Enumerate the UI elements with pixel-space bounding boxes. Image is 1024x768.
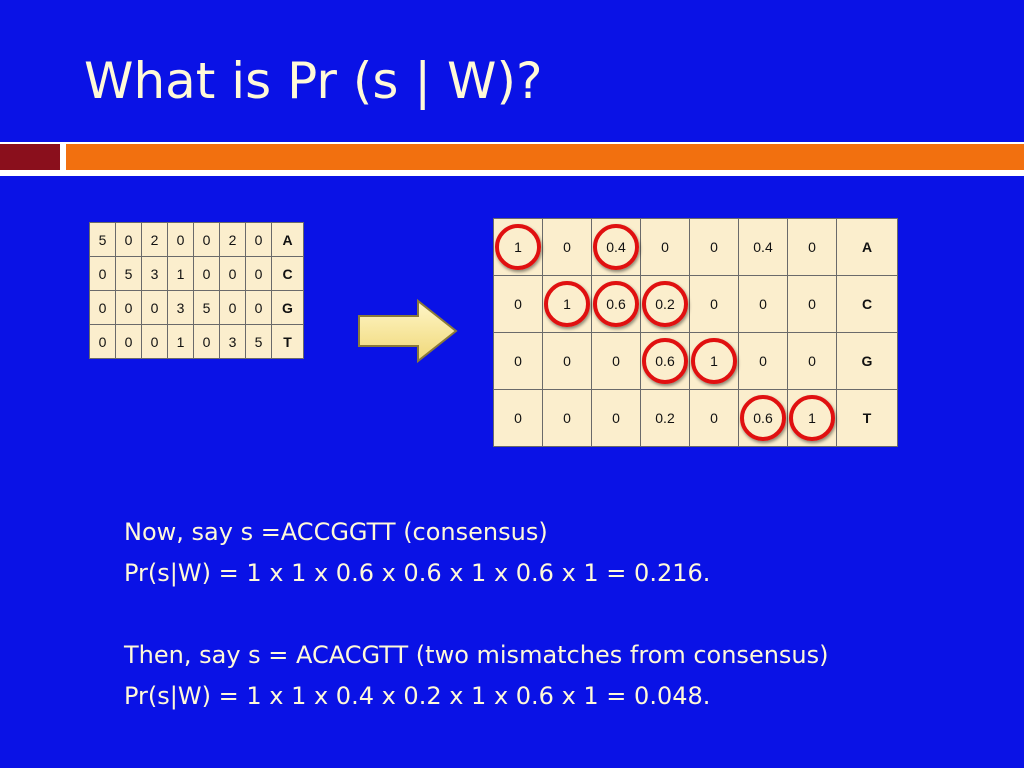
prob-base-label: A [836, 218, 898, 276]
count-cell: 0 [219, 290, 246, 325]
prob-cell: 0 [738, 275, 788, 333]
prob-cell: 0 [591, 332, 641, 390]
prob-cell: 0 [640, 218, 690, 276]
count-cell: 3 [141, 256, 168, 291]
count-cell: 5 [89, 222, 116, 257]
prob-cell: 0.4 [738, 218, 788, 276]
count-cell: 0 [193, 256, 220, 291]
count-cell: 2 [219, 222, 246, 257]
count-cell: 5 [193, 290, 220, 325]
explanation-line: Pr(s|W) = 1 x 1 x 0.4 x 0.2 x 1 x 0.6 x … [124, 682, 711, 710]
count-cell: 0 [193, 222, 220, 257]
count-cell: 5 [245, 324, 272, 359]
highlight-circle [740, 395, 786, 441]
count-cell: 0 [115, 222, 142, 257]
count-cell: 0 [115, 324, 142, 359]
prob-cell: 0 [542, 389, 592, 447]
count-cell: 0 [89, 290, 116, 325]
explanation-line: Pr(s|W) = 1 x 1 x 0.6 x 0.6 x 1 x 0.6 x … [124, 559, 711, 587]
prob-cell: 0 [787, 332, 837, 390]
count-cell: 3 [219, 324, 246, 359]
explanation-line: Now, say s =ACCGGTT (consensus) [124, 518, 548, 546]
count-cell: 1 [167, 324, 194, 359]
count-cell: 2 [141, 222, 168, 257]
prob-cell: 0 [689, 389, 739, 447]
title-rule-gap-top [0, 136, 1024, 142]
prob-cell: 0.2 [640, 389, 690, 447]
explanation-line: Then, say s = ACACGTT (two mismatches fr… [124, 641, 829, 669]
count-cell: 1 [167, 256, 194, 291]
prob-cell: 0 [493, 275, 543, 333]
prob-cell: 0 [493, 389, 543, 447]
prob-cell: 0 [542, 218, 592, 276]
count-cell: 0 [245, 290, 272, 325]
count-base-label: T [271, 324, 304, 359]
count-cell: 0 [219, 256, 246, 291]
title-rule-accent-left [0, 144, 60, 170]
count-cell: 0 [245, 222, 272, 257]
highlight-circle [593, 224, 639, 270]
prob-cell: 0 [787, 275, 837, 333]
prob-cell: 0 [591, 389, 641, 447]
explanation-text: Now, say s =ACCGGTT (consensus) Pr(s|W) =… [124, 512, 829, 717]
count-cell: 0 [115, 290, 142, 325]
count-base-label: A [271, 222, 304, 257]
right-arrow-icon [358, 298, 458, 364]
highlight-circle [691, 338, 737, 384]
explanation-line [124, 594, 829, 635]
count-base-label: C [271, 256, 304, 291]
prob-base-label: C [836, 275, 898, 333]
prob-base-label: G [836, 332, 898, 390]
count-cell: 0 [167, 222, 194, 257]
count-cell: 0 [193, 324, 220, 359]
count-cell: 3 [167, 290, 194, 325]
highlight-circle [593, 281, 639, 327]
prob-cell: 0 [689, 275, 739, 333]
slide-title: What is Pr (s | W)? [84, 52, 543, 110]
prob-cell: 0 [738, 332, 788, 390]
prob-cell: 0 [493, 332, 543, 390]
prob-cell: 0 [689, 218, 739, 276]
count-base-label: G [271, 290, 304, 325]
count-cell: 0 [141, 324, 168, 359]
prob-cell: 0 [542, 332, 592, 390]
count-cell: 0 [89, 256, 116, 291]
count-cell: 5 [115, 256, 142, 291]
highlight-circle [544, 281, 590, 327]
highlight-circle [789, 395, 835, 441]
count-cell: 0 [141, 290, 168, 325]
highlight-circle [642, 338, 688, 384]
title-rule-accent-right [66, 144, 1024, 170]
highlight-circle [495, 224, 541, 270]
highlight-circle [642, 281, 688, 327]
count-cell: 0 [245, 256, 272, 291]
prob-base-label: T [836, 389, 898, 447]
prob-cell: 0 [787, 218, 837, 276]
count-cell: 0 [89, 324, 116, 359]
